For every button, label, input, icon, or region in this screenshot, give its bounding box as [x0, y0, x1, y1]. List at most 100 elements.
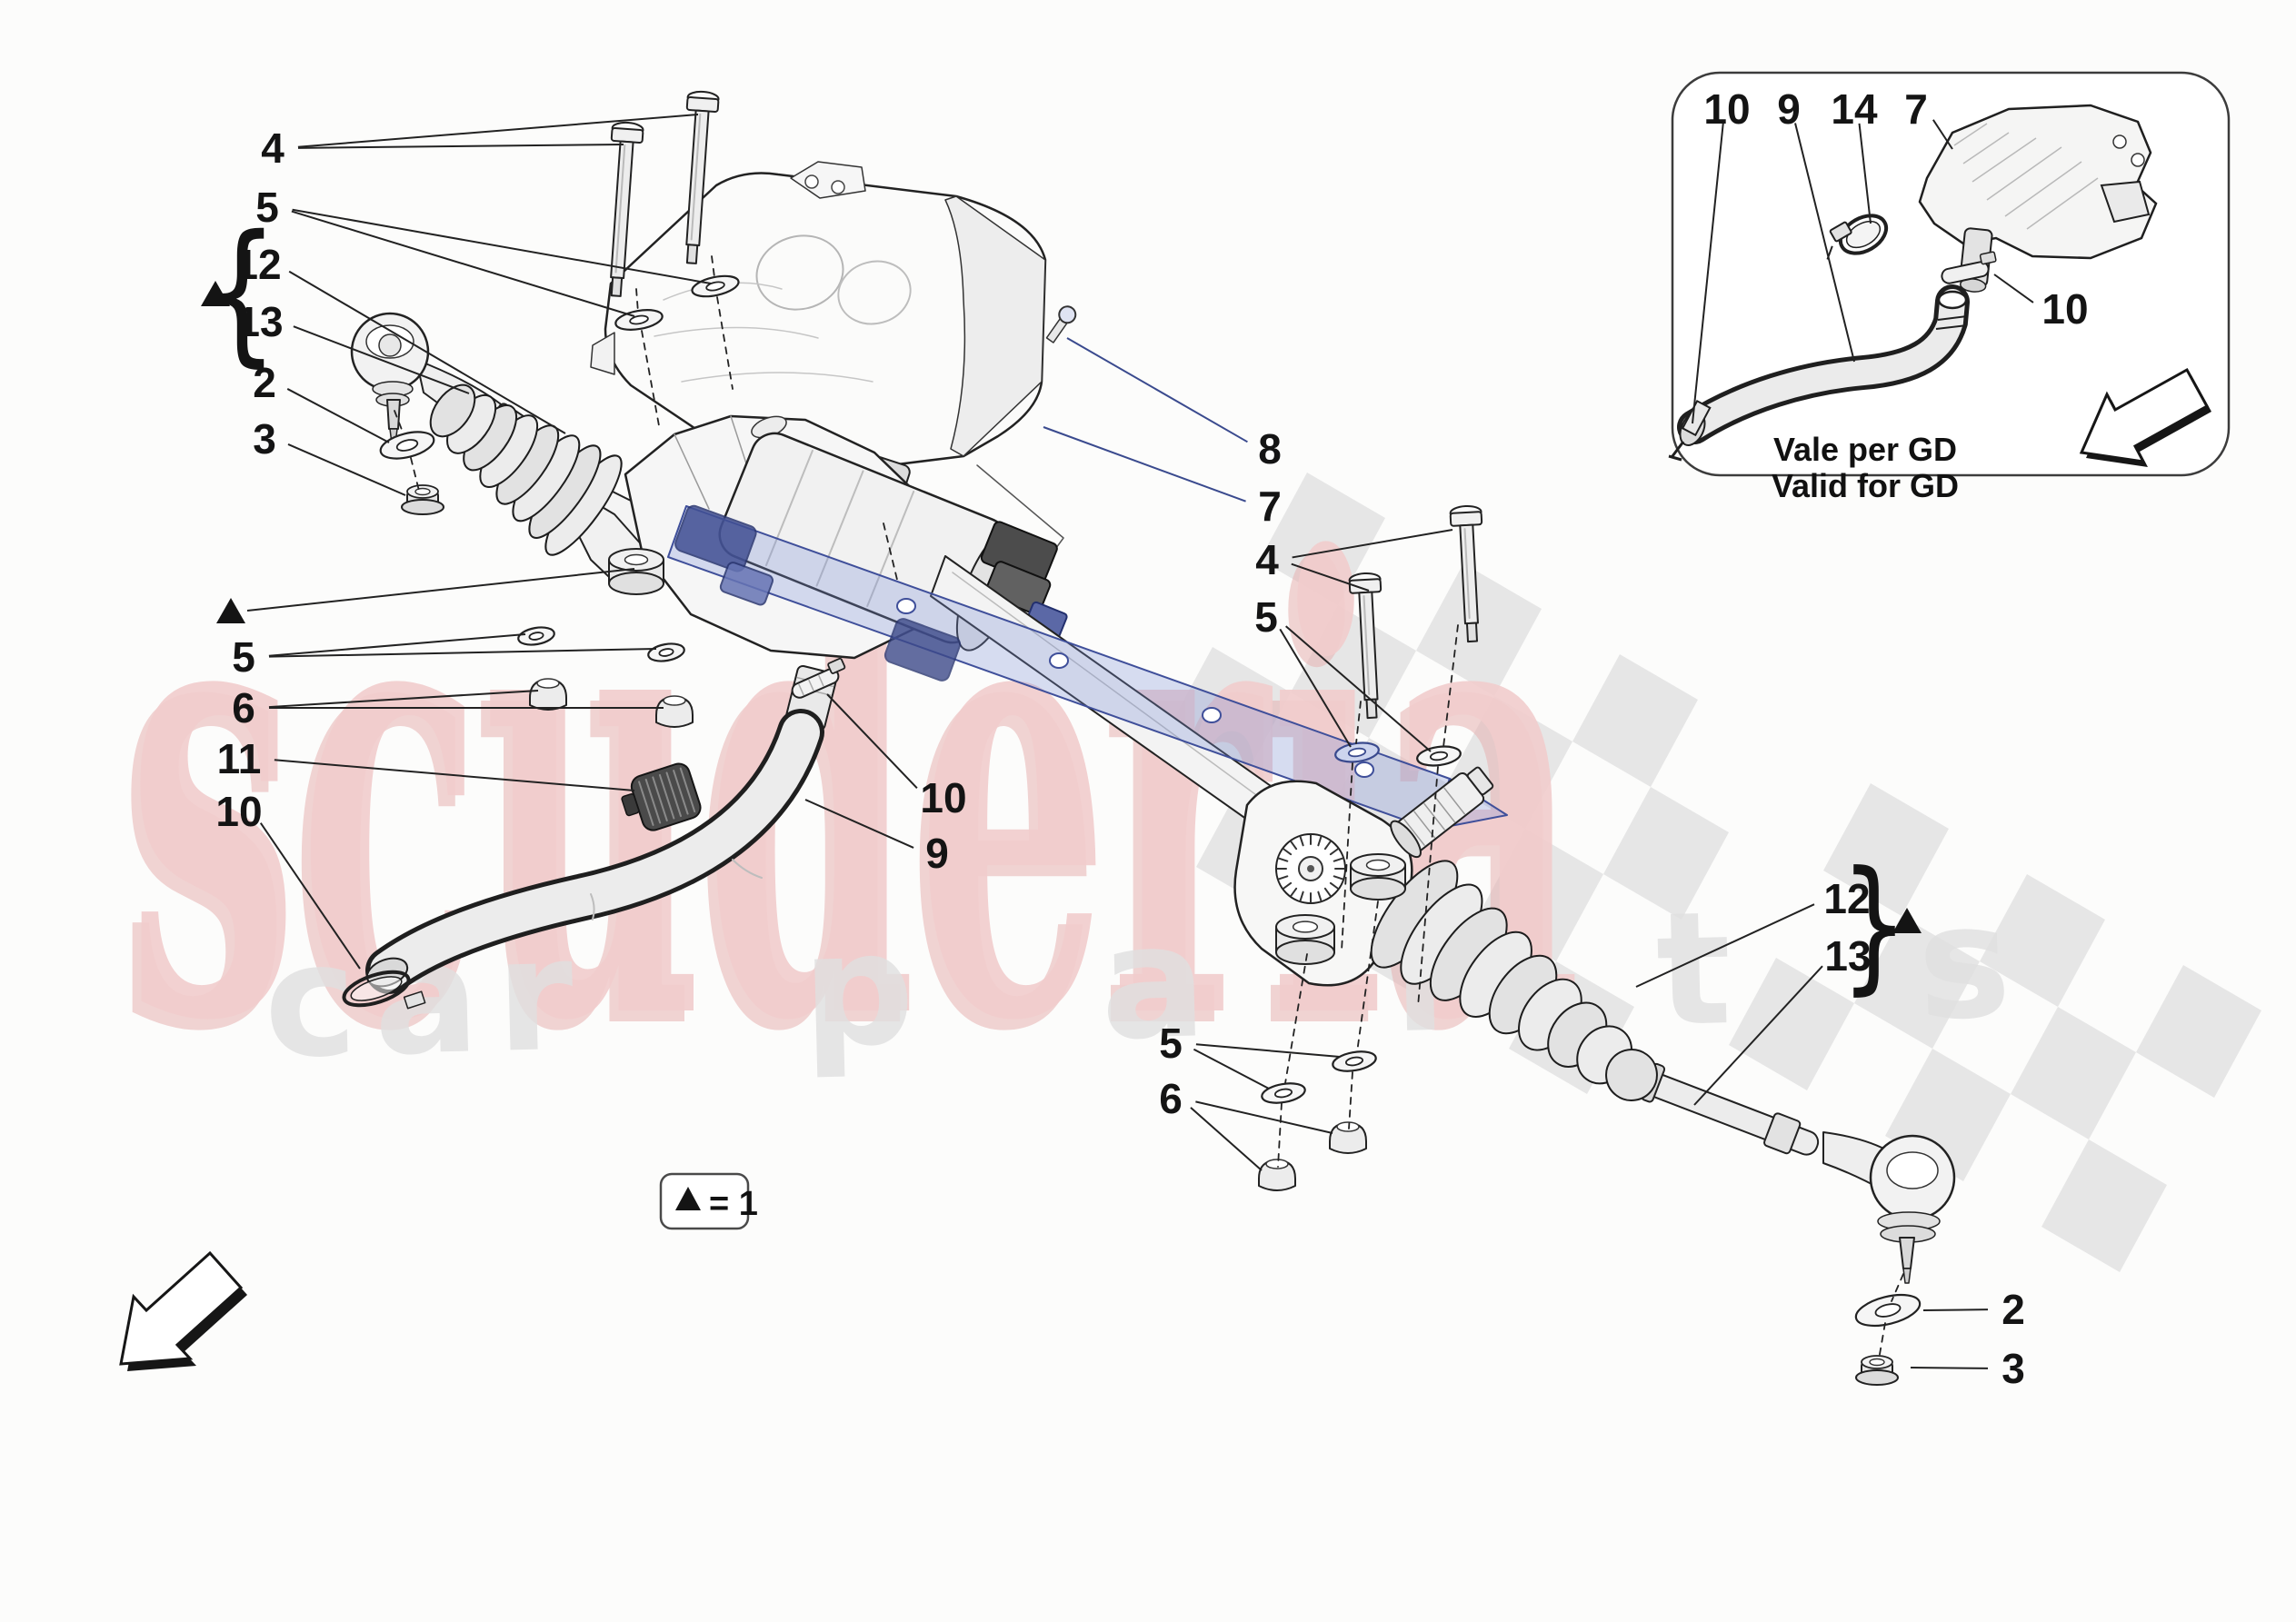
callout-3: 3: [253, 415, 406, 496]
callout-number: 6: [1159, 1075, 1183, 1122]
assembly-axis-line: [716, 296, 734, 390]
callout-10: 10: [1692, 85, 1751, 424]
left-boot: [429, 383, 623, 556]
cover-screw-hole: [804, 174, 819, 189]
callout-number: 5: [1254, 593, 1278, 641]
ball-stud: [1899, 1237, 1915, 1269]
callout-number: 5: [255, 184, 279, 231]
leader-line: [1193, 1048, 1270, 1090]
callout-number: 13: [236, 298, 283, 345]
callout-5: 5: [255, 184, 712, 317]
assembly-axis-line: [1356, 901, 1379, 1053]
callout-5: 5: [1159, 1020, 1341, 1090]
inset-clamp-10: [1941, 251, 1997, 284]
callout-number: 11: [217, 735, 262, 782]
leader-line: [1291, 562, 1370, 592]
right-tie-rod-end: [1822, 1131, 1956, 1284]
callout-9: 9: [1777, 85, 1855, 363]
callout-number: 10: [920, 774, 966, 821]
callout-number: 10: [215, 788, 262, 835]
triangle-marker: [1892, 908, 1922, 933]
mount-bolt: [1449, 504, 1483, 643]
assembly-axis-line: [1442, 624, 1459, 748]
callout-number: 14: [1831, 85, 1878, 133]
callout-10: 10: [215, 788, 361, 970]
callout-number: 7: [1258, 483, 1282, 530]
callout-4: 4: [261, 114, 699, 172]
triangle-symbol: [201, 281, 230, 306]
leader-line: [292, 208, 712, 284]
leader-line: [268, 633, 526, 657]
callout-number: 9: [925, 830, 949, 877]
legend-equals-one: = 1: [709, 1185, 758, 1223]
washer: [379, 431, 435, 460]
washer: [691, 274, 740, 298]
assembly-axis-line: [1891, 1273, 1904, 1302]
direction-arrow: [119, 1250, 247, 1371]
leader-line: [1693, 965, 1823, 1106]
leader-line: [1858, 123, 1872, 224]
callout-10: 10: [826, 693, 967, 821]
leader-line: [274, 759, 635, 791]
callout-number: 7: [1904, 85, 1928, 133]
leader-line: [291, 210, 635, 317]
washer: [517, 626, 555, 646]
leader-line: [288, 270, 566, 434]
leader-line: [1635, 903, 1815, 988]
callout-7: 7: [1043, 426, 1282, 530]
leader-line: [297, 114, 699, 148]
inset-direction-arrow: [2079, 367, 2211, 467]
washer: [1334, 741, 1380, 763]
callout-4: 4: [1255, 529, 1453, 592]
checker-cluster: [1729, 783, 2261, 1272]
triangle-symbol: [216, 598, 245, 623]
leader-line: [1195, 1043, 1341, 1058]
triangle-marker: [216, 568, 635, 623]
callout-9: 9: [804, 799, 949, 877]
callout-6: 6: [232, 684, 664, 731]
assembly-axis-line: [394, 410, 404, 435]
leader-line: [826, 693, 918, 790]
callout-number: 10: [1703, 85, 1750, 133]
ball-stud: [386, 399, 401, 430]
assembly-axis-line: [1355, 701, 1362, 744]
callout-number: 5: [1159, 1020, 1183, 1067]
leader-line: [286, 388, 390, 443]
brace-open: {: [205, 204, 278, 383]
leader-line: [1285, 625, 1432, 752]
callout-number: 3: [253, 415, 276, 463]
callout-2: 2: [1922, 1286, 2025, 1333]
callout-13: 13: [1693, 932, 1872, 1106]
callout-number: 8: [1258, 425, 1282, 473]
mount-bushing: [1350, 853, 1406, 901]
callout-number: 2: [2002, 1286, 2025, 1333]
callout-number: 5: [232, 633, 255, 681]
callout-12: 12: [1635, 875, 1871, 988]
callout-10: 10: [1993, 274, 2089, 333]
callout-11: 11: [217, 735, 635, 791]
mount-bolt: [610, 121, 644, 297]
callout-12: 12: [235, 241, 566, 434]
rubber-cap: [1329, 1121, 1367, 1154]
leader-line: [287, 443, 406, 496]
leader-line: [246, 568, 635, 612]
inset-caption-english: Valid for GD: [1772, 467, 1959, 504]
rubber-cap: [529, 678, 567, 711]
leader-line: [804, 799, 914, 849]
assembly-axis-line: [1277, 1102, 1283, 1168]
leader-line: [1195, 1100, 1333, 1134]
mount-bushing: [1275, 914, 1335, 965]
inset-hose: [1668, 284, 1970, 462]
leader-line: [268, 690, 539, 709]
leader-line: [1692, 123, 1724, 424]
callout-number: 4: [1255, 536, 1279, 583]
callout-2: 2: [253, 359, 390, 443]
triangle-marker: [201, 281, 230, 306]
legend-box: = 1: [659, 1172, 758, 1230]
leader-line: [1292, 529, 1453, 559]
assembly-axis-line: [410, 457, 420, 492]
assembly-axis-line: [1284, 953, 1308, 1084]
